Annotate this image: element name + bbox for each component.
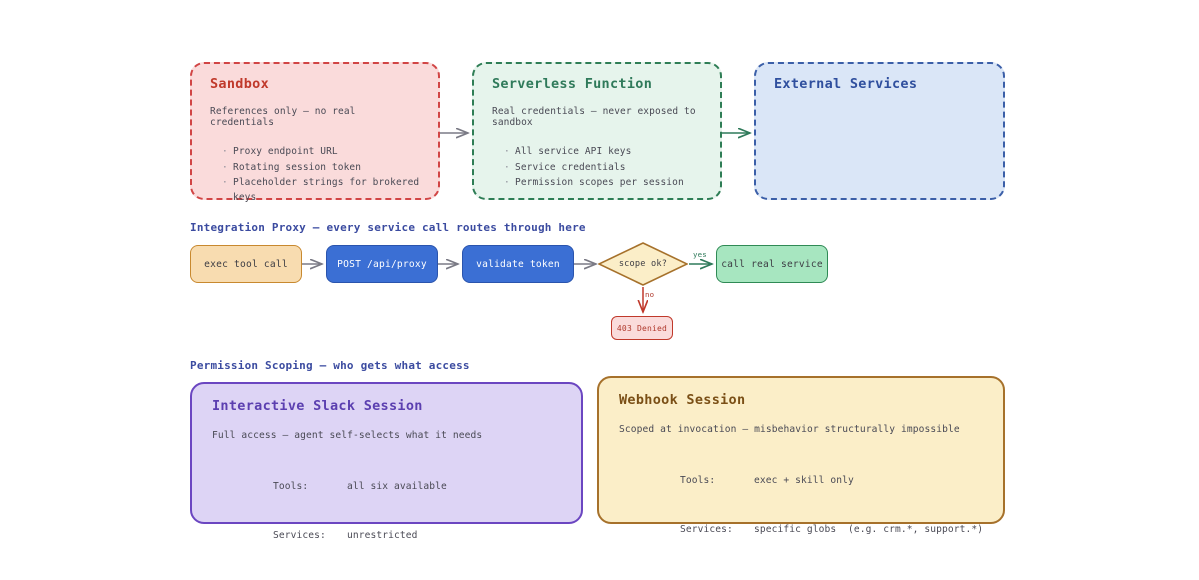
flow-node-exec-tool-call[interactable]: exec tool call	[190, 245, 302, 283]
card-interactive-slack-session: Interactive Slack Session Full access — …	[190, 382, 583, 541]
detail-row: Tools: all six available	[226, 463, 561, 512]
card-slack-title: Interactive Slack Session	[212, 398, 423, 414]
flow-decision-scope-ok[interactable]: scope ok?	[598, 242, 688, 286]
panel-external-title: External Services	[774, 76, 918, 92]
card-slack-subtitle: Full access — agent self-selects what it…	[212, 429, 483, 441]
panel-sandbox-list: Proxy endpoint URL Rotating session toke…	[210, 144, 420, 206]
detail-value: specific globs (e.g. crm.*, support.*)	[754, 524, 984, 536]
list-item: Service credentials	[504, 160, 702, 176]
card-webhook-subtitle: Scoped at invocation — misbehavior struc…	[619, 423, 960, 435]
detail-value: unrestricted	[347, 530, 418, 542]
panel-external-services: External Services	[754, 62, 1005, 200]
detail-key: Services:	[273, 530, 326, 542]
detail-key: Tools:	[680, 475, 716, 487]
flow-node-403-denied[interactable]: 403 Denied	[611, 316, 673, 340]
list-item: Permission scopes per session	[504, 175, 702, 191]
detail-key: Services:	[680, 524, 733, 536]
panel-serverless-function: Serverless Function Real credentials — n…	[472, 62, 722, 200]
panel-serverless-title: Serverless Function	[492, 76, 653, 92]
section-title-permission-scoping: Permission Scoping — who gets what acces…	[190, 359, 470, 372]
diamond-shape	[598, 242, 688, 286]
flow-node-post-api-proxy[interactable]: POST /api/proxy	[326, 245, 438, 283]
list-item: Rotating session token	[222, 160, 420, 176]
detail-value: all six available	[347, 481, 447, 493]
detail-value: exec + skill only	[754, 475, 854, 487]
panel-serverless-subtitle: Real credentials — never exposed to sand…	[492, 105, 696, 128]
list-item: Proxy endpoint URL	[222, 144, 420, 160]
card-slack-details: Tools: all six available Services: unrestr…	[212, 463, 561, 561]
detail-key: Tools:	[273, 481, 309, 493]
card-webhook-details: Tools: exec + skill only Services: specifi…	[619, 457, 983, 555]
edge-label-no: no	[645, 290, 655, 299]
detail-row: Services: specific globs (e.g. crm.*, sup…	[633, 506, 983, 555]
detail-row: Services: unrestricted	[226, 512, 561, 561]
card-webhook-session: Webhook Session Scoped at invocation — m…	[597, 376, 1005, 535]
panel-sandbox: Sandbox References only — no real creden…	[190, 62, 440, 203]
section-title-integration-proxy: Integration Proxy — every service call r…	[190, 221, 586, 234]
panel-sandbox-subtitle: References only — no real credentials	[210, 105, 356, 128]
flow-node-validate-token[interactable]: validate token	[462, 245, 574, 283]
flow-node-call-real-service[interactable]: call real service	[716, 245, 828, 283]
panel-sandbox-title: Sandbox	[210, 76, 269, 92]
panel-serverless-list: All service API keys Service credentials…	[492, 144, 702, 191]
list-item: Placeholder strings for brokered keys	[222, 175, 420, 206]
detail-row: Tools: exec + skill only	[633, 457, 983, 506]
flow-decision-label: scope ok?	[618, 259, 668, 269]
list-item: All service API keys	[504, 144, 702, 160]
edge-label-yes: yes	[693, 250, 707, 259]
card-webhook-title: Webhook Session	[619, 392, 746, 408]
